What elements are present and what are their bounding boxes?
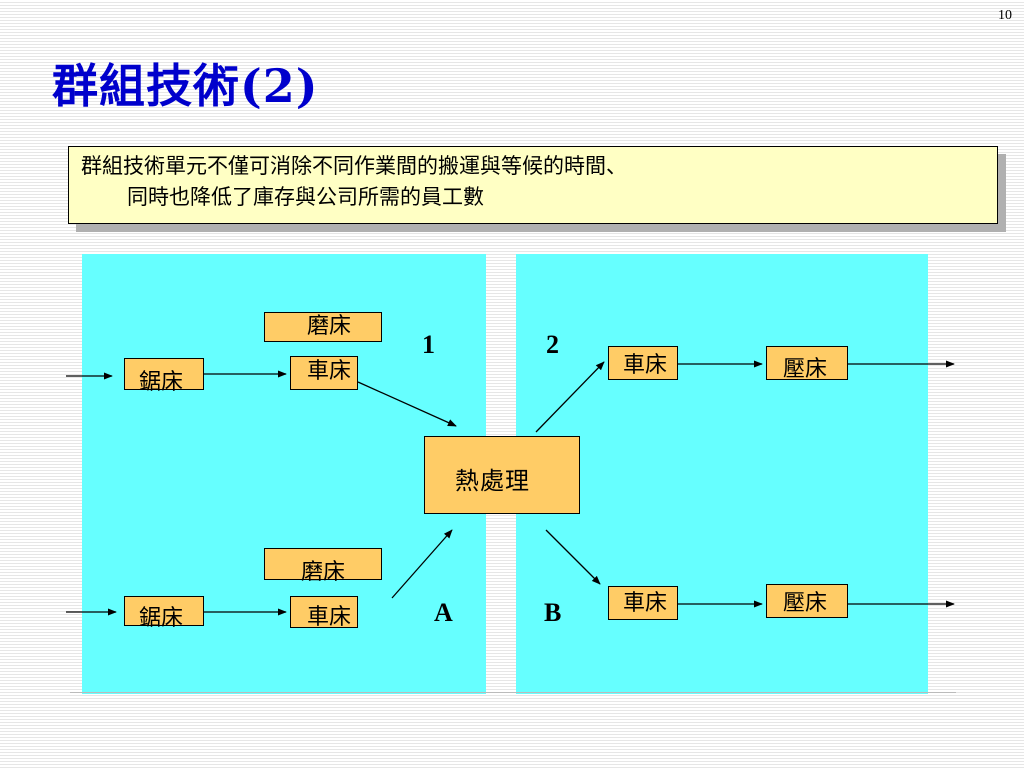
page-number: 10	[998, 8, 1012, 23]
note-line-2: 同時也降低了庫存與公司所需的員工數	[127, 185, 484, 209]
cell-panel-right	[516, 254, 928, 694]
arrow-heat-lathe-top	[535, 361, 605, 433]
note-line-1: 群組技術單元不僅可消除不同作業間的搬運與等候的時間、	[81, 154, 627, 178]
bottom-divider	[70, 692, 956, 693]
saw-machine-bottom: 鋸床	[124, 596, 204, 630]
arrow-lathe-heat-bottom	[391, 529, 453, 599]
lathe-machine-bottom-right: 車床	[608, 586, 678, 620]
slide-title: 群組技術(2)	[52, 59, 319, 113]
arrow-heat-lathe-bottom	[545, 529, 601, 585]
saw-machine-top: 鋸床	[124, 358, 204, 394]
lathe-machine-top-left: 車床	[290, 356, 358, 390]
cell-label-2: 2	[546, 330, 559, 359]
arrow-lathe-heat-top	[357, 381, 457, 427]
heat-treatment-station: 熱處理	[424, 436, 580, 514]
lathe-machine-top-right: 車床	[608, 346, 678, 380]
lathe-machine-bottom-left: 車床	[290, 596, 358, 629]
cell-label-b: B	[544, 598, 562, 627]
note-box: 群組技術單元不僅可消除不同作業間的搬運與等候的時間、 同時也降低了庫存與公司所需…	[68, 146, 998, 224]
press-machine-bottom: 壓床	[766, 584, 848, 618]
cell-label-1: 1	[422, 330, 435, 359]
press-machine-top: 壓床	[766, 346, 848, 381]
cell-label-a: A	[434, 598, 453, 627]
grinder-machine-bottom: 磨床	[264, 548, 382, 584]
grinder-machine-top: 磨床	[264, 312, 382, 342]
